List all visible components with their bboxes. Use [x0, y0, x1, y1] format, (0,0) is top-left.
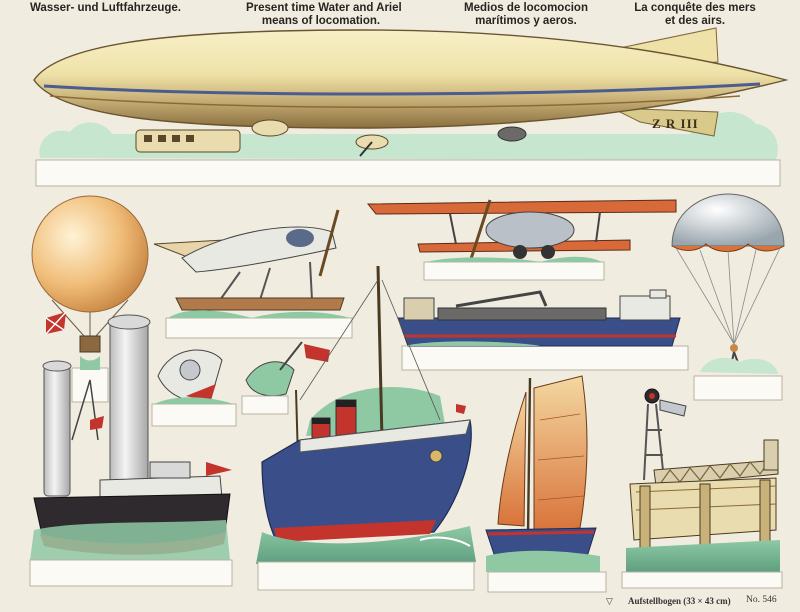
beacon-tower	[643, 403, 665, 481]
caption-german-text: Wasser- und Luftfahrzeuge.	[30, 2, 181, 14]
liner-flag	[456, 404, 466, 414]
barge-deck	[437, 307, 607, 321]
caption-french: La conquête des mers et des airs.	[630, 2, 760, 28]
parachute	[671, 193, 785, 401]
gondola-window	[186, 135, 194, 142]
caption-english-line1: Present time Water and Ariel	[246, 2, 402, 14]
caption-german: Wasser- und Luftfahrzeuge.	[30, 2, 181, 15]
barge-cabin	[403, 297, 435, 321]
rotor-ship	[29, 314, 233, 587]
rotor-cylinder	[109, 321, 149, 483]
parachute-canopy	[671, 193, 785, 247]
gondola-window	[158, 135, 166, 142]
rotor-cylinder	[43, 365, 71, 497]
buoy-stand	[151, 403, 237, 427]
propeller-icon	[318, 209, 340, 277]
caption-spanish: Medios de locomocion marítimos y aeros.	[456, 2, 596, 28]
seaplane-floats	[175, 297, 345, 311]
propeller-icon	[359, 141, 373, 157]
biplane-fuselage	[485, 211, 575, 249]
zeppelin-engine-car	[251, 119, 289, 137]
ship-flag	[90, 416, 104, 430]
green-buoy	[241, 341, 330, 415]
rotor-ship-stand	[29, 559, 233, 587]
sailboat-mainsail	[533, 375, 588, 533]
biplane-struts	[449, 211, 601, 245]
parachute-stand	[693, 375, 783, 401]
seaplane	[153, 209, 353, 339]
buoy-body	[245, 361, 295, 397]
sheet-number: No. 546	[746, 595, 777, 605]
gondola-window	[144, 135, 152, 142]
biplane	[366, 199, 677, 281]
barge-stand	[401, 345, 689, 371]
balloon-basket	[79, 335, 101, 353]
seaplane-cockpit	[286, 229, 314, 247]
zeppelin-stand	[35, 159, 781, 187]
propeller-icon	[468, 199, 492, 263]
red-buoy	[151, 349, 237, 427]
caption-english-line2: means of locomation.	[261, 15, 381, 27]
sheet-format-label: Aufstellbogen (33 × 43 cm)	[628, 596, 731, 606]
biplane-wheel	[541, 245, 555, 259]
zeppelin: Z R III	[33, 27, 789, 187]
seaplane-fuselage	[181, 226, 337, 273]
sailboat-stand	[487, 571, 607, 593]
publisher-mark: ▽	[606, 596, 613, 606]
caption-english: Present time Water and Ariel means of lo…	[246, 2, 402, 28]
sailboat-mast	[526, 377, 532, 537]
ship-pennant	[206, 462, 232, 476]
anchor-icon	[429, 449, 443, 463]
pier-with-beacon	[621, 388, 783, 589]
liner-stand	[257, 561, 475, 591]
balloon-envelope	[31, 195, 149, 313]
gondola-window	[172, 135, 180, 142]
biplane-upper-wing	[366, 199, 677, 215]
barge-wheelhouse	[619, 295, 671, 321]
barge-hull	[397, 317, 681, 347]
seaplane-struts	[219, 261, 313, 301]
biplane-wheel	[513, 245, 527, 259]
caption-french-line2: et des airs.	[664, 15, 726, 27]
river-barge	[397, 289, 689, 371]
zeppelin-stripe-lower	[49, 95, 741, 109]
zeppelin-rear-gondola	[497, 126, 527, 142]
parachute-lines	[675, 247, 781, 345]
zeppelin-stripe	[43, 82, 761, 96]
buoy-stand	[241, 395, 289, 415]
liner-mast	[376, 265, 384, 441]
caption-spanish-line1: Medios de locomocion	[464, 2, 588, 14]
sailboat-jib	[497, 391, 527, 527]
caption-french-line1: La conquête des mers	[634, 2, 756, 14]
hot-air-balloon	[31, 195, 149, 403]
barge-crane	[455, 290, 548, 308]
zeppelin-marking: Z R III	[652, 116, 699, 131]
beacon-arm	[659, 399, 687, 417]
seaplane-stand	[165, 317, 353, 339]
parachutist	[730, 344, 738, 352]
pier-stand	[621, 571, 783, 589]
buoy-flag	[304, 344, 330, 362]
caption-spanish-line2: marítimos y aeros.	[475, 15, 577, 27]
zeppelin-lower-fin	[611, 107, 719, 137]
sailboat	[485, 375, 607, 593]
ocean-liner	[256, 265, 476, 591]
biplane-stand	[423, 261, 605, 281]
